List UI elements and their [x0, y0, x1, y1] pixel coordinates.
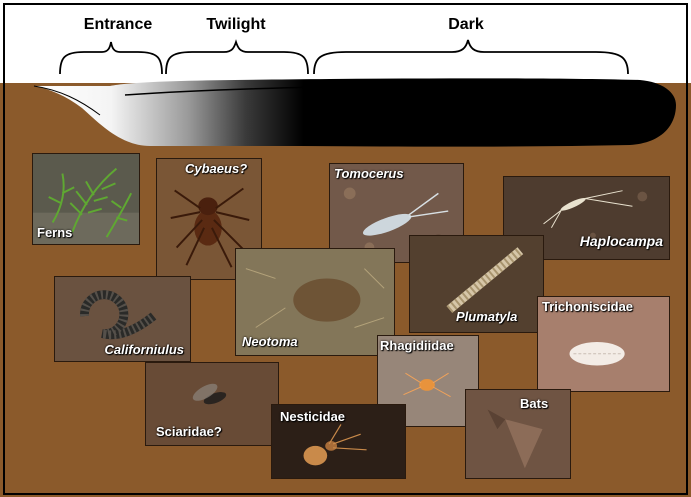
- caption-bats: Bats: [520, 396, 548, 411]
- photo-californiulus: Californiulus: [54, 276, 191, 362]
- caption-haplocampa: Haplocampa: [580, 233, 663, 249]
- dark-brace: [314, 40, 628, 74]
- photo-ferns: Ferns: [32, 153, 140, 245]
- caption-neotoma: Neotoma: [242, 334, 298, 349]
- zone-label-twilight: Twilight: [186, 14, 286, 36]
- caption-cybaeus: Cybaeus?: [185, 161, 247, 176]
- caption-rhagidiidae: Rhagidiidae: [380, 338, 454, 353]
- photo-plumatyla: Plumatyla: [409, 235, 544, 333]
- entrance-brace: [60, 42, 162, 74]
- caption-plumatyla: Plumatyla: [456, 309, 517, 324]
- photo-bats: Bats: [465, 389, 571, 479]
- caption-tomocerus: Tomocerus: [334, 166, 404, 181]
- caption-californiulus: Californiulus: [105, 342, 184, 357]
- photo-sciaridae: Sciaridae?: [145, 362, 279, 446]
- caption-ferns: Ferns: [37, 225, 72, 240]
- cave-passage: [34, 78, 676, 146]
- twilight-brace: [166, 42, 308, 74]
- caption-nesticidae: Nesticidae: [280, 409, 345, 424]
- photo-nesticidae: Nesticidae: [271, 404, 406, 479]
- photo-trichoniscidae: Trichoniscidae: [537, 296, 670, 392]
- bat-illustration: [466, 390, 570, 478]
- zone-label-dark: Dark: [426, 14, 506, 36]
- photo-neotoma: Neotoma: [235, 248, 395, 356]
- zone-label-entrance: Entrance: [68, 14, 168, 36]
- caption-trichoniscidae: Trichoniscidae: [542, 299, 633, 314]
- caption-sciaridae: Sciaridae?: [156, 424, 222, 439]
